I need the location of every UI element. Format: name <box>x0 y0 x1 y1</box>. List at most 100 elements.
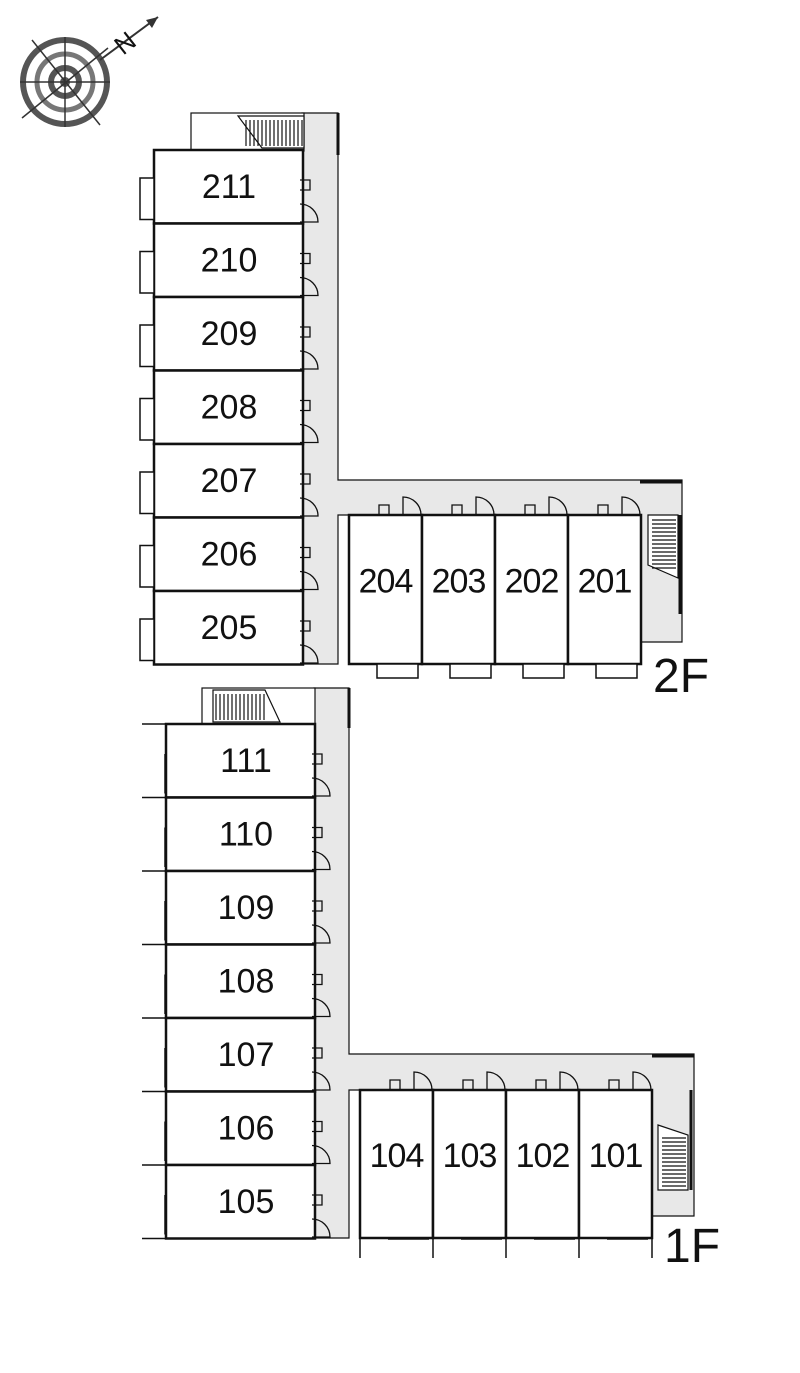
balcony <box>139 250 155 294</box>
unit-103[interactable]: 103 <box>431 1071 508 1258</box>
unit-number: 203 <box>432 563 486 601</box>
door-icon <box>311 777 331 797</box>
unit-109[interactable]: 109 <box>142 869 331 946</box>
unit-number: 204 <box>359 563 413 601</box>
unit-208[interactable]: 208 <box>139 369 319 446</box>
door-icon <box>300 473 311 485</box>
door-icon <box>300 179 311 191</box>
unit-102[interactable]: 102 <box>504 1071 581 1258</box>
door-icon <box>300 326 311 338</box>
balcony <box>522 663 565 679</box>
unit-number: 106 <box>218 1109 275 1147</box>
unit-207[interactable]: 207 <box>139 442 319 519</box>
balcony <box>139 397 155 441</box>
door-icon <box>524 504 536 515</box>
unit-107[interactable]: 107 <box>142 1016 331 1093</box>
unit-206[interactable]: 206 <box>139 516 319 593</box>
unit-204[interactable]: 204 <box>347 496 424 679</box>
door-icon <box>299 570 319 591</box>
unit-number: 202 <box>505 563 559 601</box>
unit-110[interactable]: 110 <box>142 796 331 873</box>
door-icon <box>451 504 463 515</box>
door-icon <box>311 1218 331 1238</box>
door-icon <box>597 504 609 515</box>
door-icon <box>300 620 311 632</box>
unit-number: 207 <box>201 462 258 500</box>
stairs-icon <box>212 689 281 723</box>
door-icon <box>608 1079 620 1090</box>
door-icon <box>475 496 495 516</box>
balcony <box>139 618 155 662</box>
unit-number: 104 <box>370 1137 424 1175</box>
stairs-icon <box>236 115 305 149</box>
door-icon <box>311 1144 331 1165</box>
unit-number: 210 <box>201 241 258 279</box>
unit-201[interactable]: 201 <box>566 496 643 679</box>
unit-209[interactable]: 209 <box>139 295 319 372</box>
door-icon <box>311 850 331 871</box>
door-icon <box>312 900 323 912</box>
unit-number: 208 <box>201 388 258 426</box>
balcony <box>139 177 155 221</box>
floor-1f: 111 110 109 108 107 106 105 104 103 102 101 1F <box>142 687 720 1273</box>
unit-number: 206 <box>201 535 258 573</box>
unit-108[interactable]: 108 <box>142 943 331 1020</box>
floor-label-2f: 2F <box>653 650 709 703</box>
unit-number: 102 <box>516 1137 570 1175</box>
door-icon <box>621 496 641 516</box>
door-icon <box>632 1071 652 1091</box>
unit-number: 209 <box>201 315 258 353</box>
door-icon <box>311 1071 331 1091</box>
door-icon <box>299 644 319 664</box>
unit-211[interactable]: 211 <box>139 148 319 225</box>
door-icon <box>402 496 422 516</box>
door-icon <box>312 753 323 765</box>
unit-111[interactable]: 111 <box>142 722 331 799</box>
unit-number: 110 <box>219 815 273 853</box>
balcony <box>139 544 155 588</box>
door-icon <box>378 504 390 515</box>
unit-number: 205 <box>201 609 258 647</box>
stairs-icon <box>657 1124 689 1191</box>
door-icon <box>299 423 319 444</box>
unit-210[interactable]: 210 <box>139 222 319 299</box>
unit-203[interactable]: 203 <box>420 496 497 679</box>
balcony <box>139 471 155 515</box>
unit-105[interactable]: 105 <box>142 1163 331 1240</box>
door-icon <box>311 924 331 944</box>
door-icon <box>548 496 568 516</box>
door-icon <box>312 826 323 839</box>
unit-number: 111 <box>220 742 272 780</box>
unit-101[interactable]: 101 <box>577 1071 654 1258</box>
unit-number: 105 <box>218 1183 275 1221</box>
balcony <box>449 663 492 679</box>
unit-205[interactable]: 205 <box>139 589 319 666</box>
door-icon <box>300 399 311 412</box>
north-label: N <box>108 25 141 60</box>
stairs-icon <box>647 514 679 579</box>
door-icon <box>299 497 319 517</box>
unit-106[interactable]: 106 <box>142 1090 331 1167</box>
door-icon <box>312 1194 323 1206</box>
door-icon <box>311 997 331 1018</box>
floor-label-1f: 1F <box>664 1220 720 1273</box>
unit-number: 107 <box>218 1036 275 1074</box>
balcony <box>139 324 155 368</box>
door-icon <box>462 1079 474 1090</box>
unit-number: 211 <box>202 168 256 206</box>
door-icon <box>486 1071 506 1091</box>
door-icon <box>312 973 323 986</box>
door-icon <box>312 1120 323 1133</box>
door-icon <box>299 203 319 223</box>
balcony <box>376 663 419 679</box>
unit-202[interactable]: 202 <box>493 496 570 679</box>
door-icon <box>299 350 319 370</box>
unit-number: 103 <box>443 1137 497 1175</box>
door-icon <box>413 1071 433 1091</box>
unit-number: 101 <box>589 1137 643 1175</box>
door-icon <box>559 1071 579 1091</box>
unit-104[interactable]: 104 <box>358 1071 435 1258</box>
door-icon <box>299 276 319 297</box>
unit-number: 109 <box>218 889 275 927</box>
